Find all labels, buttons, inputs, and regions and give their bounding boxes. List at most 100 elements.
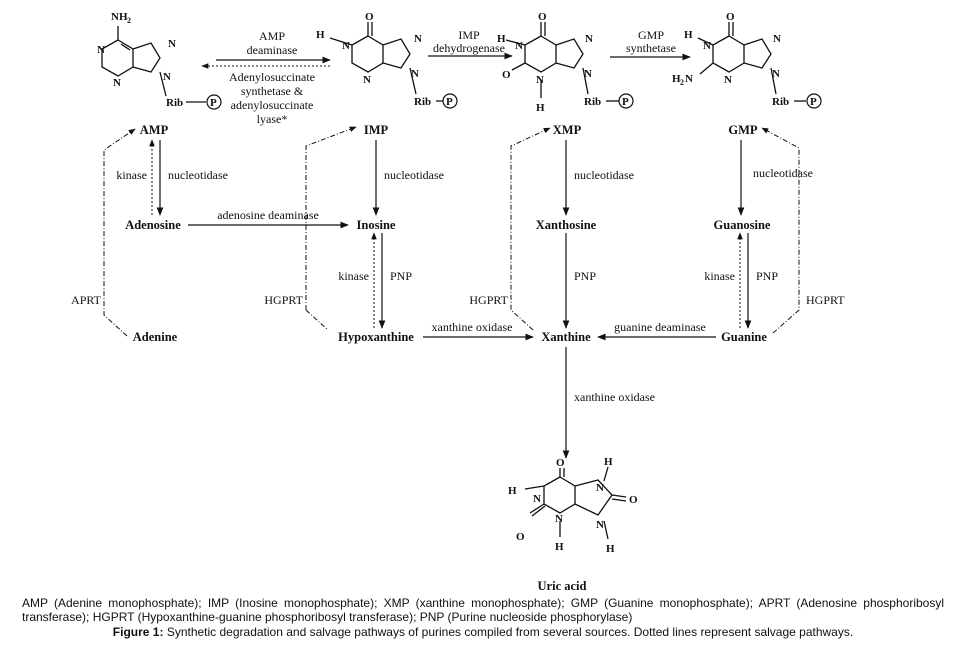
- amp-phosphate-label: P: [210, 97, 217, 109]
- xmp-phosphate-label: P: [622, 96, 629, 108]
- gmp-n7-label: N: [773, 33, 781, 45]
- hgprt-gmp-salvage-path: [761, 127, 800, 334]
- uric-n9-label: N: [596, 519, 604, 531]
- uric-hydrogen-n9-label: H: [606, 543, 615, 555]
- imp-structure: O H N N N N Rib P: [316, 11, 458, 109]
- guanosine-pnp-label: PNP: [756, 269, 778, 283]
- figure-caption-line: Figure 1: Synthetic degradation and salv…: [22, 625, 944, 639]
- xmp-oxygen-left-label: O: [502, 69, 511, 81]
- node-adenosine: Adenosine: [125, 218, 181, 232]
- amp-n1-label: N: [97, 44, 105, 56]
- aprt-salvage-path: [103, 128, 136, 337]
- figure-caption-text: Synthetic degradation and salvage pathwa…: [166, 625, 854, 639]
- gmp-hydrogen-label: H: [684, 29, 693, 41]
- uric-oxygen-top-label: O: [556, 457, 565, 469]
- figure-caption: AMP (Adenine monophosphate); IMP (Inosin…: [22, 596, 944, 639]
- node-imp: IMP: [364, 123, 389, 137]
- gmp-h2n-n-label: N: [685, 73, 693, 85]
- gmp-phosphate-label: P: [810, 96, 817, 108]
- gmp-h2n-subscript: 2: [680, 78, 684, 87]
- xmp-structure: O H N O N H N N Rib P: [497, 11, 634, 114]
- adenylosuccinate-label-line1: Adenylosuccinate: [229, 70, 315, 84]
- xmp-n1-label: N: [515, 40, 523, 52]
- gmp-rib-label: Rib: [772, 96, 789, 108]
- node-inosine: Inosine: [357, 218, 396, 232]
- uric-hydrogen-n7-label: H: [604, 456, 613, 468]
- uric-acid-structure: O H N O N H N H N H O: [508, 456, 638, 555]
- adenylosuccinate-label-line3: adenylosuccinate: [231, 98, 314, 112]
- figure-label: Figure 1:: [112, 625, 164, 639]
- node-guanosine: Guanosine: [714, 218, 771, 232]
- node-gmp: GMP: [728, 123, 758, 137]
- amp-n7-label: N: [168, 38, 176, 50]
- inosine-pnp-label: PNP: [390, 269, 412, 283]
- hgprt-gmp-label: HGPRT: [806, 293, 845, 307]
- gmp-h2n-h-label: H: [672, 73, 681, 85]
- amp-rib-label: Rib: [166, 97, 183, 109]
- gmp-n1-label: N: [703, 40, 711, 52]
- node-xmp: XMP: [553, 123, 582, 137]
- aprt-label: APRT: [71, 293, 102, 307]
- xmp-n7-label: N: [585, 33, 593, 45]
- guanosine-kinase-label: kinase: [704, 269, 735, 283]
- gmp-nucleotidase-label: nucleotidase: [753, 166, 813, 180]
- xmp-hydrogen-n3-label: H: [536, 102, 545, 114]
- imp-rib-label: Rib: [414, 96, 431, 108]
- xanthosine-pnp-label: PNP: [574, 269, 596, 283]
- uric-n7-label: N: [596, 482, 604, 494]
- amp-kinase-label: kinase: [116, 168, 147, 182]
- imp-n7-label: N: [414, 33, 422, 45]
- amp-nh2-subscript: 2: [127, 16, 131, 25]
- node-xanthine: Xanthine: [541, 330, 591, 344]
- amp-deaminase-label-line2: deaminase: [247, 43, 298, 57]
- amp-nucleotidase-label: nucleotidase: [168, 168, 228, 182]
- hgprt-xmp-salvage-path: [510, 127, 551, 331]
- xmp-oxygen-top-label: O: [538, 11, 547, 23]
- uric-n1-label: N: [533, 493, 541, 505]
- uric-oxygen-right-label: O: [629, 494, 638, 506]
- imp-dehydrogenase-label-line2: dehydrogenase: [433, 41, 505, 55]
- amp-n3-label: N: [113, 77, 121, 89]
- imp-oxygen-label: O: [365, 11, 374, 23]
- xmp-rib-label: Rib: [584, 96, 601, 108]
- gmp-n3-label: N: [724, 74, 732, 86]
- gmp-n9-label: N: [772, 68, 780, 80]
- hgprt-imp-salvage-path: [305, 126, 357, 310]
- xmp-n3-label: N: [536, 74, 544, 86]
- imp-n1-label: N: [342, 40, 350, 52]
- amp-nh2-label: NH: [111, 11, 128, 23]
- imp-nucleotidase-label: nucleotidase: [384, 168, 444, 182]
- hgprt-imp-label: HGPRT: [264, 293, 303, 307]
- adenosine-deaminase-label: adenosine deaminase: [217, 208, 319, 222]
- hgprt-hypoxanthine-path: [305, 309, 329, 331]
- adenylosuccinate-label-line4: lyase*: [257, 112, 288, 126]
- abbreviations-text: AMP (Adenine monophosphate); IMP (Inosin…: [22, 596, 944, 624]
- hypoxanthine-xanthine-oxidase-label: xanthine oxidase: [432, 320, 513, 334]
- hgprt-xmp-label: HGPRT: [469, 293, 508, 307]
- gmp-structure: O H N H 2 N N N N Rib P: [672, 11, 822, 109]
- gmp-synthetase-label-line1: GMP: [638, 28, 664, 42]
- node-guanine: Guanine: [721, 330, 767, 344]
- xanthine-oxidase-label: xanthine oxidase: [574, 390, 655, 404]
- node-adenine: Adenine: [133, 330, 178, 344]
- imp-n9-label: N: [411, 68, 419, 80]
- imp-hydrogen-label: H: [316, 29, 325, 41]
- xmp-hydrogen-n1-label: H: [497, 33, 506, 45]
- imp-n3-label: N: [363, 74, 371, 86]
- amp-structure: NH 2 N N N N Rib P: [97, 11, 222, 110]
- uric-hydrogen-n1-label: H: [508, 485, 517, 497]
- uric-hydrogen-n3-label: H: [555, 541, 564, 553]
- imp-dehydrogenase-label-line1: IMP: [458, 28, 480, 42]
- xmp-n9-label: N: [584, 68, 592, 80]
- adenylosuccinate-label-line2: synthetase &: [241, 84, 304, 98]
- uric-n3-label: N: [555, 513, 563, 525]
- inosine-kinase-label: kinase: [338, 269, 369, 283]
- node-xanthosine: Xanthosine: [536, 218, 597, 232]
- node-amp: AMP: [140, 123, 169, 137]
- purine-pathway-diagram: NH 2 N N N N Rib P O H N N N N Rib P: [71, 11, 845, 593]
- gmp-synthetase-label-line2: synthetase: [626, 41, 676, 55]
- xmp-nucleotidase-label: nucleotidase: [574, 168, 634, 182]
- gmp-oxygen-label: O: [726, 11, 735, 23]
- amp-n9-label: N: [163, 71, 171, 83]
- uric-oxygen-left-label: O: [516, 531, 525, 543]
